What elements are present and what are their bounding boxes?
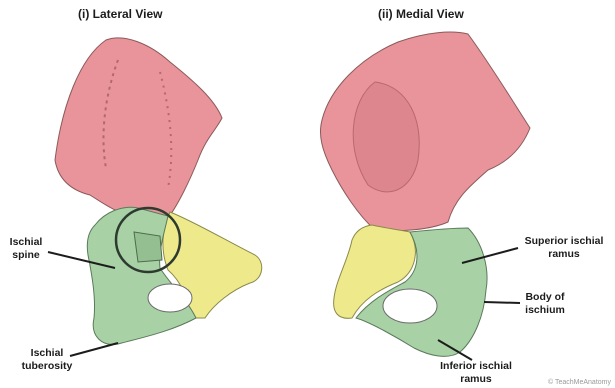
lateral-ilium [55, 38, 222, 218]
lateral-view-hip-bone [55, 38, 262, 345]
watermark: © TeachMeAnatomy [548, 379, 611, 386]
label-body-of-ischium: Body of ischium [515, 291, 575, 316]
medial-view-title: (ii) Medial View [378, 7, 464, 21]
lateral-obturator-foramen [148, 284, 192, 312]
medial-view-hip-bone [320, 32, 530, 356]
lateral-acetabular-fossa [134, 232, 162, 262]
medial-obturator-foramen [383, 289, 437, 323]
label-inferior-ischial-ramus: Inferior ischial ramus [430, 360, 522, 385]
medial-ilium [320, 32, 530, 231]
label-superior-ischial-ramus: Superior ischial ramus [516, 235, 612, 260]
lateral-view-title: (i) Lateral View [78, 7, 162, 21]
label-ischial-spine: Ischial spine [4, 236, 48, 261]
label-ischial-tuberosity: Ischial tuberosity [16, 347, 78, 372]
